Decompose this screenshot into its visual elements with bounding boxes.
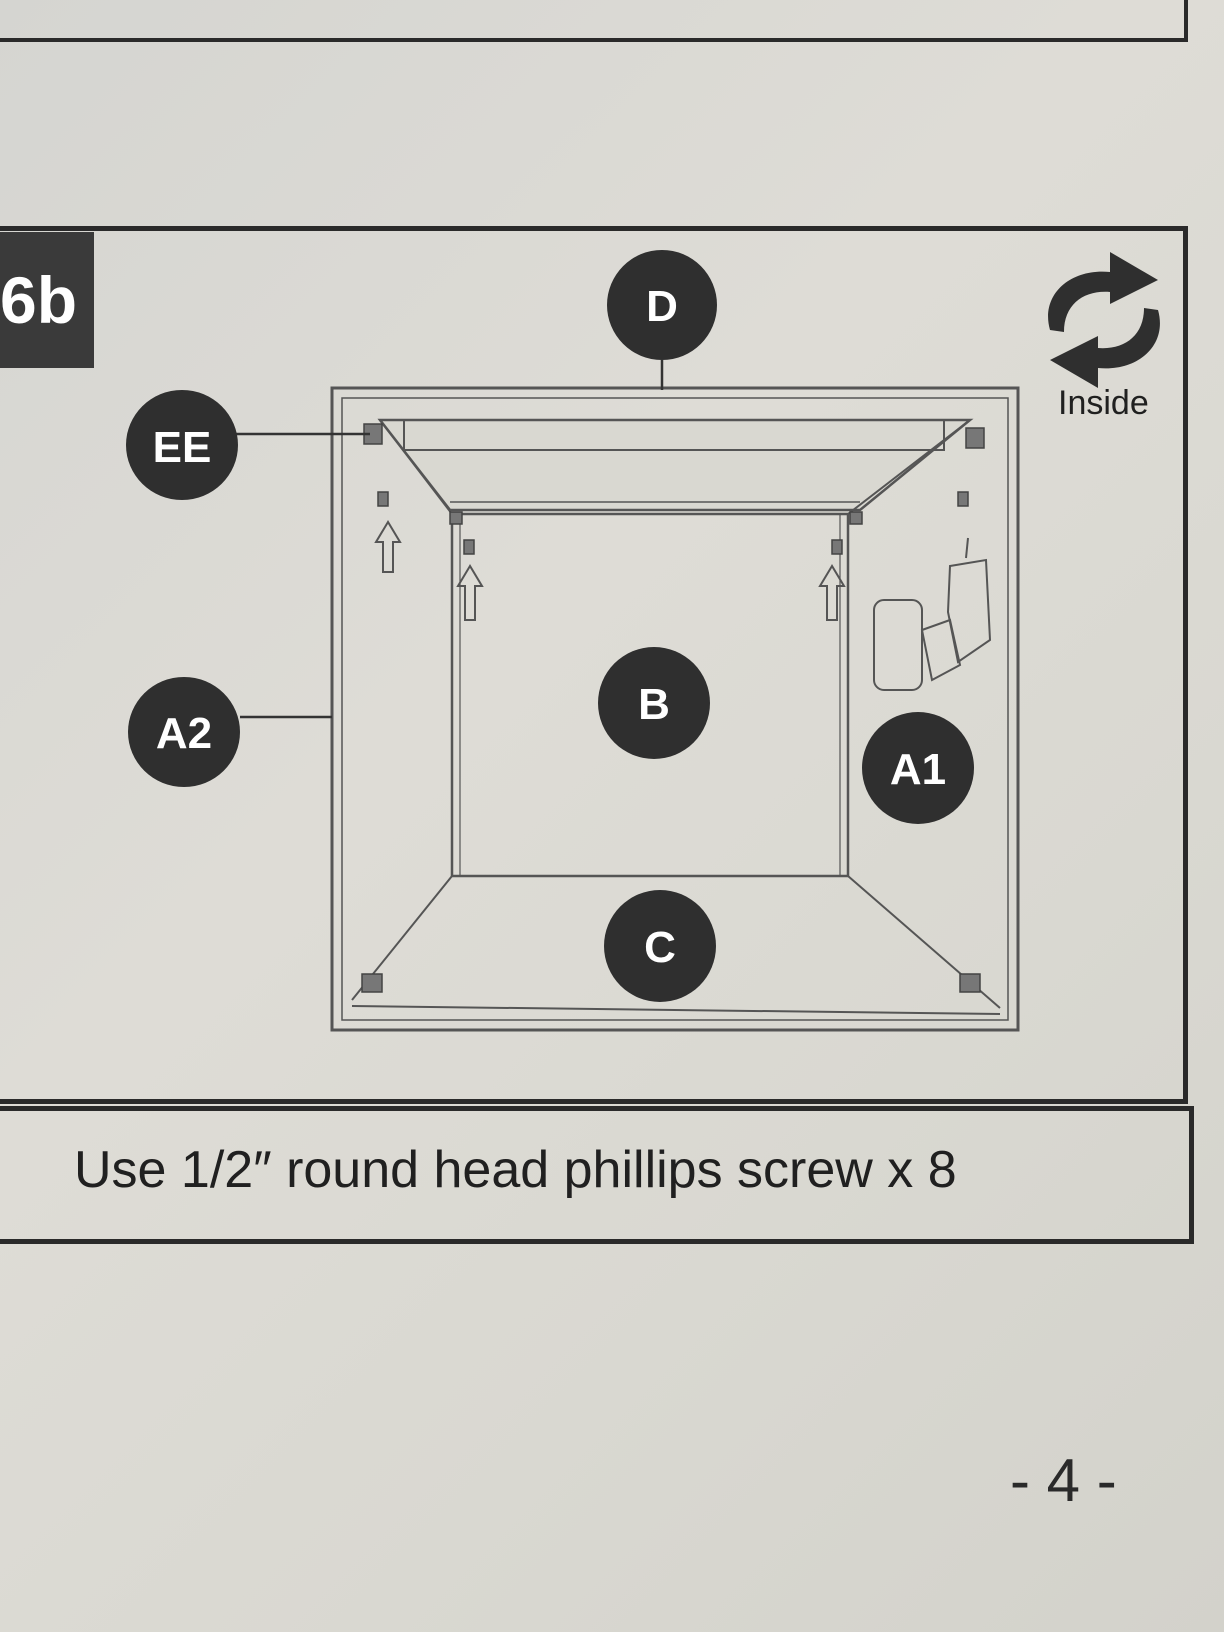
previous-step-frame <box>0 0 1188 42</box>
drill-sketch <box>873 537 992 691</box>
left-side-panel-a2 <box>379 419 453 515</box>
page-number: - 4 - <box>1010 1447 1117 1514</box>
part-label-c-text: C <box>644 923 676 972</box>
clip-left-1 <box>377 491 389 507</box>
part-label-b-text: B <box>638 680 670 729</box>
back-panel-b <box>450 512 850 878</box>
bracket-top-right <box>965 427 985 449</box>
drill-body <box>946 558 992 664</box>
cabinet-drawing <box>330 386 1020 1032</box>
part-label-a2-text: A2 <box>156 709 212 758</box>
part-label-d-text: D <box>646 282 678 331</box>
part-label-b: B <box>598 647 710 759</box>
step-number: 6b <box>0 232 94 368</box>
bracket-bottom-left <box>361 973 383 993</box>
clip-left-2 <box>463 539 475 555</box>
clip-right-2 <box>957 491 969 507</box>
drill-handle <box>920 618 962 682</box>
rotate-icon-label: Inside <box>1058 384 1149 422</box>
bottom-panel-front-edge <box>351 1005 1001 1015</box>
instruction-text: Use 1/2″ round head phillips screw x 8 <box>74 1141 957 1199</box>
rotate-icon <box>1048 252 1160 388</box>
corner-brackets <box>361 423 985 993</box>
step-frame <box>0 226 1188 1104</box>
drill-battery <box>873 599 923 691</box>
right-side-panel-a1 <box>847 419 971 515</box>
bracket-back-right <box>849 511 863 525</box>
direction-arrows <box>374 520 846 621</box>
clip-right-1 <box>831 539 843 555</box>
arrow-up-left-1 <box>374 520 402 573</box>
part-label-ee: EE <box>126 390 238 500</box>
instruction-frame <box>0 1106 1194 1244</box>
drill-bit <box>965 537 969 559</box>
bracket-back-left <box>449 511 463 525</box>
arrow-up-right <box>818 564 846 621</box>
top-panel-rail <box>403 419 945 451</box>
part-label-a2: A2 <box>128 677 240 787</box>
bracket-bottom-right <box>959 973 981 993</box>
part-label-a1: A1 <box>862 712 974 824</box>
cabinet-outer-edge <box>330 386 1020 1032</box>
cabinet-inner-edge <box>341 397 1009 1021</box>
part-label-a1-text: A1 <box>890 745 946 794</box>
part-label-d: D <box>607 250 717 360</box>
part-label-ee-text: EE <box>153 423 212 472</box>
leader-lines <box>236 360 664 719</box>
part-label-c: C <box>604 890 716 1002</box>
arrow-up-left-2 <box>456 564 484 621</box>
top-panel-d <box>377 418 974 512</box>
